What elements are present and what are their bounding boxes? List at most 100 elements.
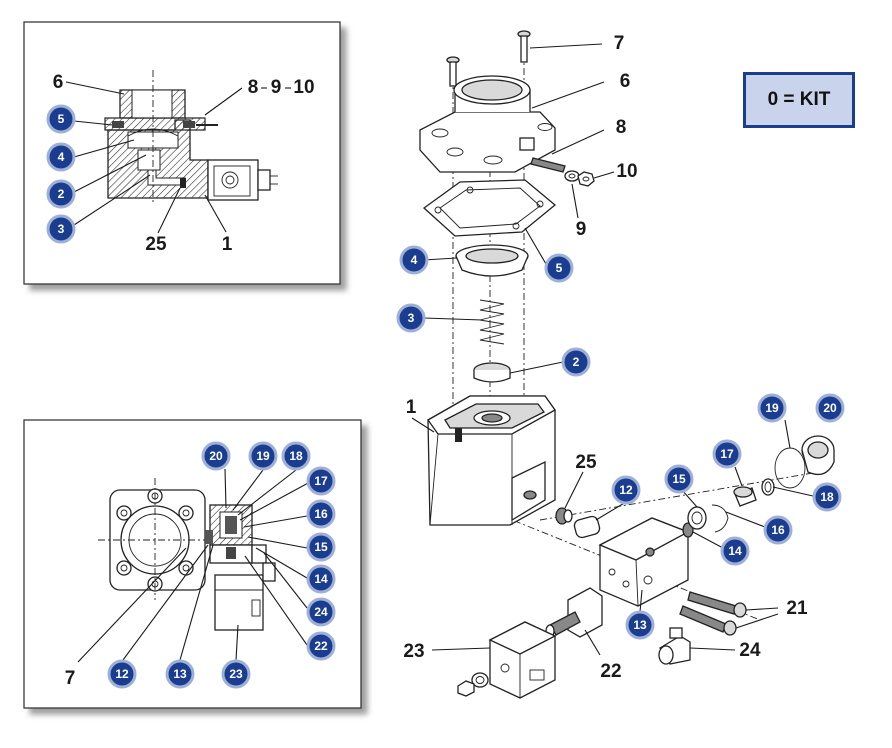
- label-tl-25: 25: [145, 234, 167, 255]
- svg-text:19: 19: [256, 449, 270, 463]
- disc-bl-23: 23: [221, 659, 251, 689]
- disc-ex-4: 4: [399, 245, 429, 275]
- svg-text:12: 12: [619, 483, 633, 497]
- nipple-25: [555, 507, 573, 525]
- cover-flange-6: [419, 75, 556, 173]
- svg-text:22: 22: [314, 639, 328, 653]
- disc-tl-2: 2: [46, 179, 76, 209]
- svg-text:15: 15: [314, 540, 328, 554]
- svg-text:15: 15: [672, 472, 686, 486]
- disc-bl-22: 22: [306, 631, 336, 661]
- pilot-block-13: [598, 517, 690, 607]
- svg-text:24: 24: [314, 605, 328, 619]
- disc-ex-12: 12: [611, 475, 641, 505]
- disc-bl-15: 15: [306, 532, 336, 562]
- label-ex-21: 21: [786, 598, 808, 619]
- label-ex-22: 22: [600, 661, 621, 682]
- disc-bl-18: 18: [281, 441, 311, 471]
- label-ex-23: 23: [403, 641, 424, 662]
- svg-text:3: 3: [408, 311, 415, 325]
- svg-text:3: 3: [58, 222, 65, 236]
- flange-front-view: [98, 478, 210, 600]
- nut-10: [577, 171, 595, 187]
- disc-bl-12: 12: [107, 659, 137, 689]
- disc-ex-3: 3: [396, 303, 426, 333]
- svg-text:20: 20: [209, 449, 223, 463]
- disc-ex-15: 15: [664, 464, 694, 494]
- disc-ex-19: 19: [757, 393, 787, 423]
- disc-bl-24: 24: [306, 597, 336, 627]
- label-ex-24: 24: [739, 640, 761, 661]
- label-ex-8: 8: [616, 117, 627, 138]
- screws-21: [679, 591, 747, 636]
- kit-legend-box: 0 = KIT: [743, 72, 855, 128]
- solenoid-section: [207, 159, 278, 201]
- clip-16: [711, 504, 729, 533]
- svg-text:17: 17: [314, 474, 328, 488]
- label-ex-1: 1: [406, 397, 417, 418]
- svg-text:2: 2: [573, 355, 580, 369]
- label-tl-10: 10: [293, 77, 314, 98]
- label-tl-9: 9: [271, 77, 282, 98]
- disc-ex-2: 2: [561, 347, 591, 377]
- label-ex-7: 7: [614, 33, 625, 54]
- disc-bl-20: 20: [201, 441, 231, 471]
- disc-tl-4: 4: [46, 142, 76, 172]
- svg-text:4: 4: [58, 150, 65, 164]
- seal-2: [473, 362, 511, 383]
- svg-text:13: 13: [173, 667, 187, 681]
- svg-text:5: 5: [58, 112, 65, 126]
- oring-19: [774, 447, 806, 489]
- disc-ex-20: 20: [815, 393, 845, 423]
- svg-text:20: 20: [823, 401, 837, 415]
- label-ex-10: 10: [616, 161, 637, 182]
- svg-text:18: 18: [820, 490, 834, 504]
- exploded-view: 7 6 8 10 9 1 25 21 23 22 24 4 5 3 2 19 2…: [396, 30, 845, 699]
- label-ex-6: 6: [620, 71, 631, 92]
- disc-ex-18: 18: [812, 482, 842, 512]
- coil-side-view: [214, 562, 276, 631]
- ring-18: [761, 478, 775, 496]
- washer-9: [564, 170, 580, 182]
- svg-text:12: 12: [115, 667, 129, 681]
- kit-legend-text: 0 = KIT: [767, 89, 831, 110]
- disc-tl-5: 5: [46, 104, 76, 134]
- svg-text:14: 14: [728, 544, 742, 558]
- stem-22: [545, 587, 603, 638]
- label-ex-9: 9: [576, 219, 587, 240]
- bolt-8: [530, 157, 566, 173]
- cap-20: [801, 435, 835, 476]
- oring-12: [573, 515, 601, 539]
- svg-text:19: 19: [765, 401, 779, 415]
- valve-body-1: [427, 395, 556, 526]
- svg-text:13: 13: [633, 618, 647, 632]
- disc-ex-13: 13: [625, 610, 655, 640]
- svg-text:23: 23: [229, 667, 243, 681]
- disc-bl-13: 13: [165, 659, 195, 689]
- coil-23: [457, 621, 557, 699]
- label-tl-1: 1: [222, 234, 233, 255]
- disc-ex-5: 5: [544, 253, 574, 283]
- spring-3: [479, 299, 505, 345]
- svg-text:4: 4: [411, 253, 418, 267]
- disc-bl-17: 17: [306, 466, 336, 496]
- plunger-17: [733, 486, 757, 507]
- label-bl-7: 7: [65, 668, 76, 689]
- cap-screw-7: [446, 30, 531, 87]
- svg-text:16: 16: [771, 523, 785, 537]
- disc-tl-3: 3: [46, 214, 76, 244]
- disc-ex-14: 14: [720, 536, 750, 566]
- svg-text:16: 16: [314, 507, 328, 521]
- fitting-24: [658, 627, 691, 665]
- disc-bl-19: 19: [248, 441, 278, 471]
- section-view-panel-bottom: 7 20 19 18 17 16 15 14 24 22 12 13 23: [23, 419, 362, 709]
- diaphragm-4: [455, 244, 529, 277]
- svg-text:14: 14: [314, 572, 328, 586]
- svg-text:17: 17: [720, 447, 734, 461]
- label-ex-25: 25: [575, 452, 597, 473]
- ring-15: [687, 506, 707, 530]
- disc-ex-17: 17: [712, 439, 742, 469]
- label-tl-8: 8: [248, 77, 259, 98]
- svg-text:5: 5: [556, 261, 563, 275]
